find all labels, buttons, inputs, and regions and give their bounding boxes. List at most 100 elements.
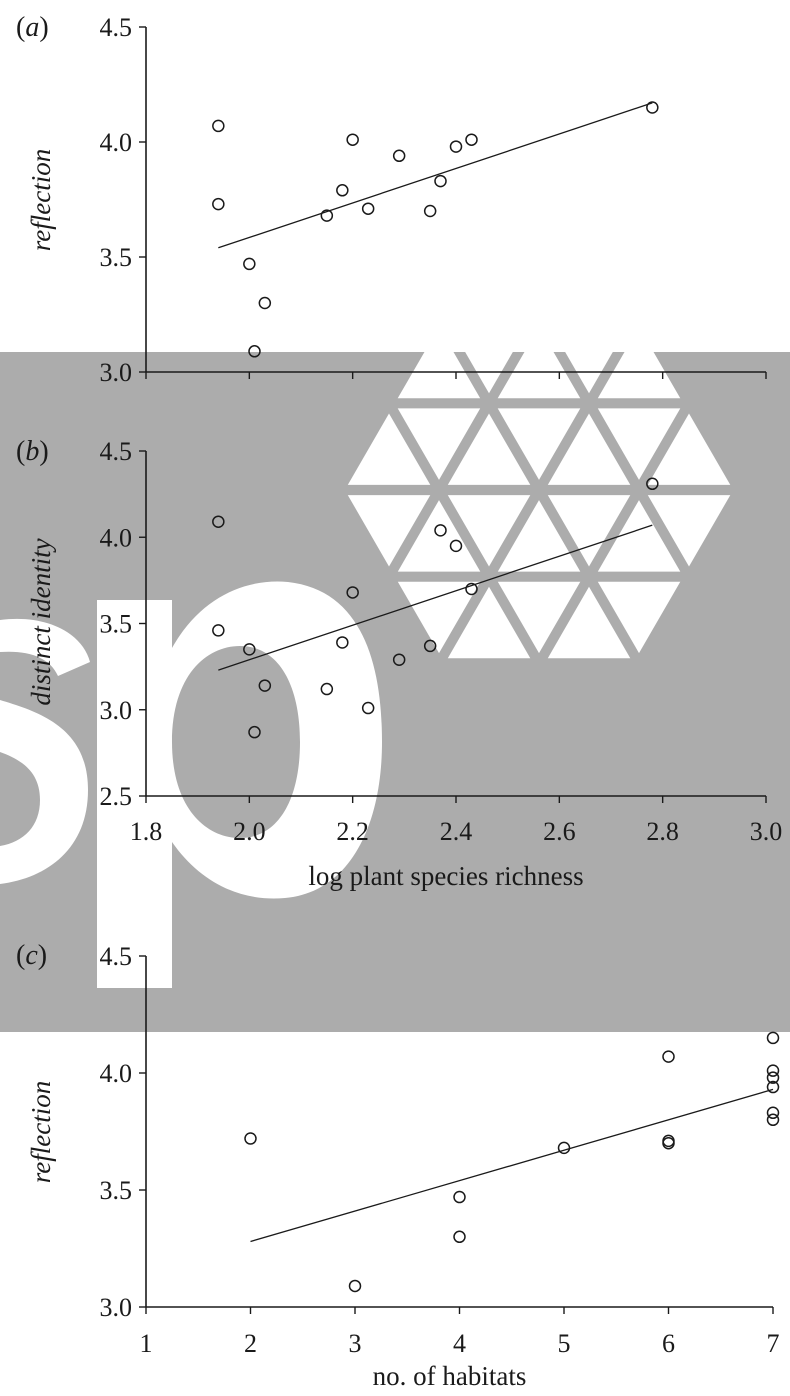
x-tick-label-c-0: 1 — [140, 1329, 153, 1358]
y-tick-label-c-0: 3.0 — [100, 1293, 133, 1322]
watermark — [0, 321, 790, 1032]
data-point-c-11 — [766, 1080, 780, 1094]
data-point-a-9 — [392, 149, 406, 163]
y-tick-label-a-0: 3.0 — [100, 358, 133, 387]
data-point-c-5 — [662, 1050, 675, 1063]
x-tick-label-b-6: 3.0 — [750, 817, 783, 846]
watermark-triangle-14 — [397, 326, 481, 399]
watermark-letter-p — [97, 581, 382, 988]
y-tick-label-b-1: 3.0 — [100, 696, 133, 725]
triangle-hexagon-logo-icon — [347, 321, 731, 659]
data-point-c-13 — [766, 1113, 780, 1127]
y-tick-label-b-0: 2.5 — [100, 782, 133, 811]
watermark-triangle-19 — [497, 326, 581, 399]
watermark-triangle-5 — [547, 586, 631, 659]
watermark-triangle-16 — [497, 408, 581, 480]
watermark-triangle-20 — [547, 413, 631, 485]
data-point-b-12 — [449, 539, 463, 553]
data-point-a-6 — [336, 184, 349, 197]
x-tick-label-c-1: 2 — [244, 1329, 257, 1358]
panel-letter-a: (a) — [16, 12, 49, 43]
x-tick-label-b-0: 1.8 — [130, 817, 163, 846]
watermark-letter-s — [0, 618, 90, 884]
data-point-b-9 — [392, 653, 406, 666]
data-point-c-4 — [557, 1141, 571, 1155]
data-point-a-2 — [243, 257, 256, 271]
data-point-c-7 — [662, 1134, 675, 1148]
data-point-a-7 — [346, 133, 359, 146]
watermark-triangle-1 — [647, 495, 731, 567]
x-tick-label-c-5: 6 — [662, 1329, 675, 1358]
x-tick-label-c-2: 3 — [349, 1329, 362, 1358]
watermark-triangle-3 — [597, 500, 681, 572]
x-tick-label-c-4: 5 — [558, 1329, 571, 1358]
watermark-triangle-18 — [547, 321, 631, 394]
watermark-triangle-22 — [647, 413, 731, 485]
watermark-triangle-13 — [347, 413, 431, 485]
y-tick-label-b-2: 3.5 — [100, 610, 133, 639]
watermark-triangle-8 — [447, 495, 531, 567]
y-tick-label-c-2: 4.0 — [100, 1059, 133, 1088]
y-tick-label-b-4: 4.5 — [100, 437, 133, 466]
watermark-triangle-9 — [397, 581, 481, 654]
y-tick-label-c-3: 4.5 — [100, 942, 133, 971]
data-point-b-11 — [434, 524, 447, 537]
watermark-triangle-21 — [597, 326, 681, 399]
data-point-a-11 — [434, 174, 447, 188]
x-tick-label-c-6: 7 — [767, 1329, 780, 1358]
data-point-a-8 — [361, 202, 375, 215]
x-axis-label-b: log plant species richness — [308, 861, 583, 891]
x-tick-label-b-5: 2.8 — [646, 817, 679, 846]
x-tick-label-b-2: 2.2 — [336, 817, 369, 846]
watermark-triangle-4 — [497, 500, 581, 572]
x-tick-label-b-4: 2.6 — [543, 817, 576, 846]
data-point-c-12 — [766, 1106, 780, 1120]
y-tick-label-c-1: 3.5 — [100, 1176, 133, 1205]
x-axis-label-c: no. of habitats — [373, 1361, 527, 1391]
y-tick-label-a-1: 3.5 — [100, 243, 133, 272]
data-point-a-0 — [212, 119, 225, 133]
data-point-c-1 — [348, 1279, 362, 1293]
watermark-triangle-6 — [447, 586, 531, 659]
data-point-b-1 — [212, 624, 225, 637]
y-tick-label-a-3: 4.5 — [100, 13, 133, 42]
watermark-triangle-2 — [597, 581, 681, 654]
data-point-b-8 — [361, 701, 375, 715]
data-point-c-9 — [766, 1064, 780, 1077]
y-tick-label-b-3: 4.0 — [100, 523, 133, 552]
data-point-b-2 — [243, 643, 256, 656]
watermark-triangle-12 — [447, 413, 531, 485]
data-point-c-2 — [453, 1190, 466, 1204]
data-point-b-4 — [258, 679, 272, 692]
x-tick-label-b-3: 2.4 — [440, 817, 473, 846]
fit-line-c — [250, 1088, 774, 1243]
y-tick-label-a-2: 4.0 — [100, 128, 133, 157]
x-tick-label-b-1: 2.0 — [233, 817, 266, 846]
panel-letter-b: (b) — [16, 436, 49, 467]
data-point-b-0 — [212, 515, 225, 528]
y-axis-label-a: reflection — [26, 149, 56, 251]
data-point-a-5 — [320, 209, 334, 222]
data-point-a-1 — [212, 197, 225, 211]
watermark-triangle-0 — [547, 495, 631, 567]
watermark-triangle-23 — [597, 408, 681, 480]
data-point-a-14 — [646, 101, 659, 114]
data-point-a-12 — [449, 140, 463, 153]
data-point-b-3 — [248, 725, 261, 739]
panel-a: 3.0 3.5 4.0 4.5 (a) reflection — [16, 12, 767, 387]
watermark-triangle-10 — [347, 495, 431, 567]
data-point-b-5 — [320, 682, 334, 696]
x-tick-label-c-3: 4 — [453, 1329, 466, 1358]
data-point-c-3 — [453, 1230, 466, 1244]
data-point-b-14 — [646, 477, 659, 491]
fit-line-a — [218, 102, 653, 249]
data-point-b-10 — [423, 639, 437, 653]
data-point-c-0 — [244, 1132, 257, 1145]
watermark-triangle-15 — [397, 408, 481, 480]
data-point-a-4 — [258, 296, 272, 310]
data-point-c-8 — [766, 1031, 780, 1045]
data-point-b-13 — [465, 582, 478, 596]
data-point-c-10 — [766, 1071, 780, 1084]
